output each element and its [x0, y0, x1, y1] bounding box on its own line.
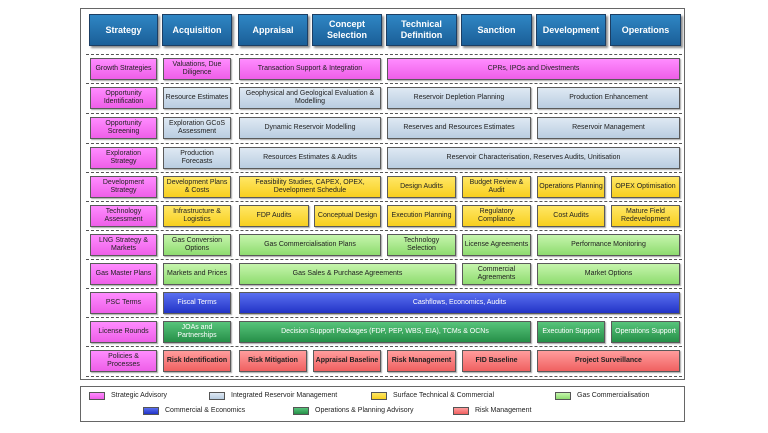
service-cell-market-options: Market Options	[537, 263, 680, 285]
service-cell-feasibility-studies-capex-opex-development-schedule: Feasibility Studies, CAPEX, OPEX, Develo…	[239, 176, 381, 198]
service-cell-opportunity-identification: Opportunity Identification	[90, 87, 157, 109]
legend-swatch-operations-and-planning-advisory	[293, 407, 309, 415]
service-cell-growth-strategies: Growth Strategies	[90, 58, 157, 80]
service-cell-development-strategy: Development Strategy	[90, 176, 157, 198]
phase-header-development: Development	[536, 14, 606, 46]
service-cell-risk-identification: Risk Identification	[163, 350, 231, 372]
service-cell-valuations-due-diligence: Valuations, Due Diligence	[163, 58, 231, 80]
legend-swatch-commercial-and-economics	[143, 407, 159, 415]
legend-swatch-strategic-advisory	[89, 392, 105, 400]
row-separator	[86, 230, 682, 231]
legend-label-integrated-reservoir-management: Integrated Reservoir Management	[231, 392, 338, 399]
service-cell-technology-assessment: Technology Assessment	[90, 205, 157, 227]
legend-label-risk-management: Risk Management	[475, 407, 532, 414]
service-cell-exploration-gcos-assessment: Exploration GCoS Assessment	[163, 117, 231, 139]
legend-label-surface-technical-and-commercial: Surface Technical & Commercial	[393, 392, 495, 399]
service-cell-reserves-and-resources-estimates: Reserves and Resources Estimates	[387, 117, 531, 139]
service-cell-opportunity-screening: Opportunity Screening	[90, 117, 157, 139]
service-cell-gas-commercialisation-plans: Gas Commercialisation Plans	[239, 234, 381, 256]
service-cell-project-surveillance: Project Surveillance	[537, 350, 680, 372]
service-cell-cashflows-economics-audits: Cashflows, Economics, Audits	[239, 292, 680, 314]
service-cell-license-agreements: License Agreements	[462, 234, 531, 256]
service-cell-design-audits: Design Audits	[387, 176, 456, 198]
row-separator	[86, 259, 682, 260]
service-cell-operations-support: Operations Support	[611, 321, 680, 343]
service-cell-execution-support: Execution Support	[537, 321, 605, 343]
service-cell-joas-and-partnerships: JOAs and Partnerships	[163, 321, 231, 343]
service-cell-fiscal-terms: Fiscal Terms	[163, 292, 231, 314]
service-cell-license-rounds: License Rounds	[90, 321, 157, 343]
row-separator	[86, 288, 682, 289]
service-cell-development-plans-and-costs: Development Plans & Costs	[163, 176, 231, 198]
legend-label-strategic-advisory: Strategic Advisory	[111, 392, 168, 399]
service-cell-risk-management: Risk Management	[387, 350, 456, 372]
service-cell-mature-field-redevelopment: Mature Field Redevelopment	[611, 205, 680, 227]
service-cell-opex-optimisation: OPEX Optimisation	[611, 176, 680, 198]
phase-header-concept-selection: Concept Selection	[312, 14, 382, 46]
service-cell-fdp-audits: FDP Audits	[239, 205, 309, 227]
row-separator	[86, 143, 682, 144]
service-cell-cprs-ipos-and-divestments: CPRs, IPOs and Divestments	[387, 58, 680, 80]
service-cell-resources-estimates-and-audits: Resources Estimates & Audits	[239, 147, 381, 169]
legend-label-commercial-and-economics: Commercial & Economics	[165, 407, 246, 414]
legend-swatch-gas-commercialisation	[555, 392, 571, 400]
phase-header-sanction: Sanction	[461, 14, 532, 46]
row-separator	[86, 317, 682, 318]
row-separator	[86, 172, 682, 173]
service-cell-commercial-agreements: Commercial Agreements	[462, 263, 531, 285]
row-separator	[86, 54, 682, 55]
legend-swatch-surface-technical-and-commercial	[371, 392, 387, 400]
service-cell-production-enhancement: Production Enhancement	[537, 87, 680, 109]
phase-header-acquisition: Acquisition	[162, 14, 232, 46]
service-cell-technology-selection: Technology Selection	[387, 234, 456, 256]
service-cell-operations-planning: Operations Planning	[537, 176, 605, 198]
service-cell-appraisal-baseline: Appraisal Baseline	[313, 350, 381, 372]
row-separator	[86, 113, 682, 114]
service-cell-infrastructure-and-logistics: Infrastructure & Logistics	[163, 205, 231, 227]
service-cell-cost-audits: Cost Audits	[537, 205, 605, 227]
phase-header-appraisal: Appraisal	[238, 14, 308, 46]
legend-label-operations-and-planning-advisory: Operations & Planning Advisory	[315, 407, 414, 414]
service-cell-fid-baseline: FID Baseline	[462, 350, 531, 372]
service-cell-exploration-strategy: Exploration Strategy	[90, 147, 157, 169]
legend-label-gas-commercialisation: Gas Commercialisation	[577, 392, 650, 399]
legend-swatch-risk-management	[453, 407, 469, 415]
service-cell-gas-sales-and-purchase-agreements: Gas Sales & Purchase Agreements	[239, 263, 456, 285]
service-cell-decision-support-packages-fdp-pep-wbs-eia-tcms-and-ocns: Decision Support Packages (FDP, PEP, WBS…	[239, 321, 531, 343]
service-cell-reservoir-depletion-planning: Reservoir Depletion Planning	[387, 87, 531, 109]
row-separator	[86, 201, 682, 202]
phase-header-operations: Operations	[610, 14, 681, 46]
service-cell-conceptual-design: Conceptual Design	[314, 205, 381, 227]
service-cell-dynamic-reservoir-modelling: Dynamic Reservoir Modelling	[239, 117, 381, 139]
service-cell-reservoir-management: Reservoir Management	[537, 117, 680, 139]
service-cell-budget-review-and-audit: Budget Review & Audit	[462, 176, 531, 198]
service-cell-gas-conversion-options: Gas Conversion Options	[163, 234, 231, 256]
phase-header-strategy: Strategy	[89, 14, 158, 46]
service-cell-production-forecasts: Production Forecasts	[163, 147, 231, 169]
row-separator	[86, 346, 682, 347]
service-cell-regulatory-compliance: Regulatory Compliance	[462, 205, 531, 227]
service-cell-policies-and-processes: Policies & Processes	[90, 350, 157, 372]
service-cell-geophysical-and-geological-evaluation-and-modelling: Geophysical and Geological Evaluation & …	[239, 87, 381, 109]
service-cell-reservoir-characterisation-reserves-audits-unitisation: Reservoir Characterisation, Reserves Aud…	[387, 147, 680, 169]
service-cell-psc-terms: PSC Terms	[90, 292, 157, 314]
phase-header-technical-definition: Technical Definition	[386, 14, 457, 46]
service-cell-lng-strategy-and-markets: LNG Strategy & Markets	[90, 234, 157, 256]
service-cell-execution-planning: Execution Planning	[387, 205, 456, 227]
service-cell-resource-estimates: Resource Estimates	[163, 87, 231, 109]
row-separator	[86, 376, 682, 377]
service-cell-risk-mitigation: Risk Mitigation	[239, 350, 307, 372]
service-cell-performance-monitoring: Performance Monitoring	[537, 234, 680, 256]
service-cell-gas-master-plans: Gas Master Plans	[90, 263, 157, 285]
legend-swatch-integrated-reservoir-management	[209, 392, 225, 400]
row-separator	[86, 83, 682, 84]
service-cell-transaction-support-and-integration: Transaction Support & Integration	[239, 58, 381, 80]
legend: Strategic Advisory Integrated Reservoir M…	[80, 386, 685, 422]
service-cell-markets-and-prices: Markets and Prices	[163, 263, 231, 285]
